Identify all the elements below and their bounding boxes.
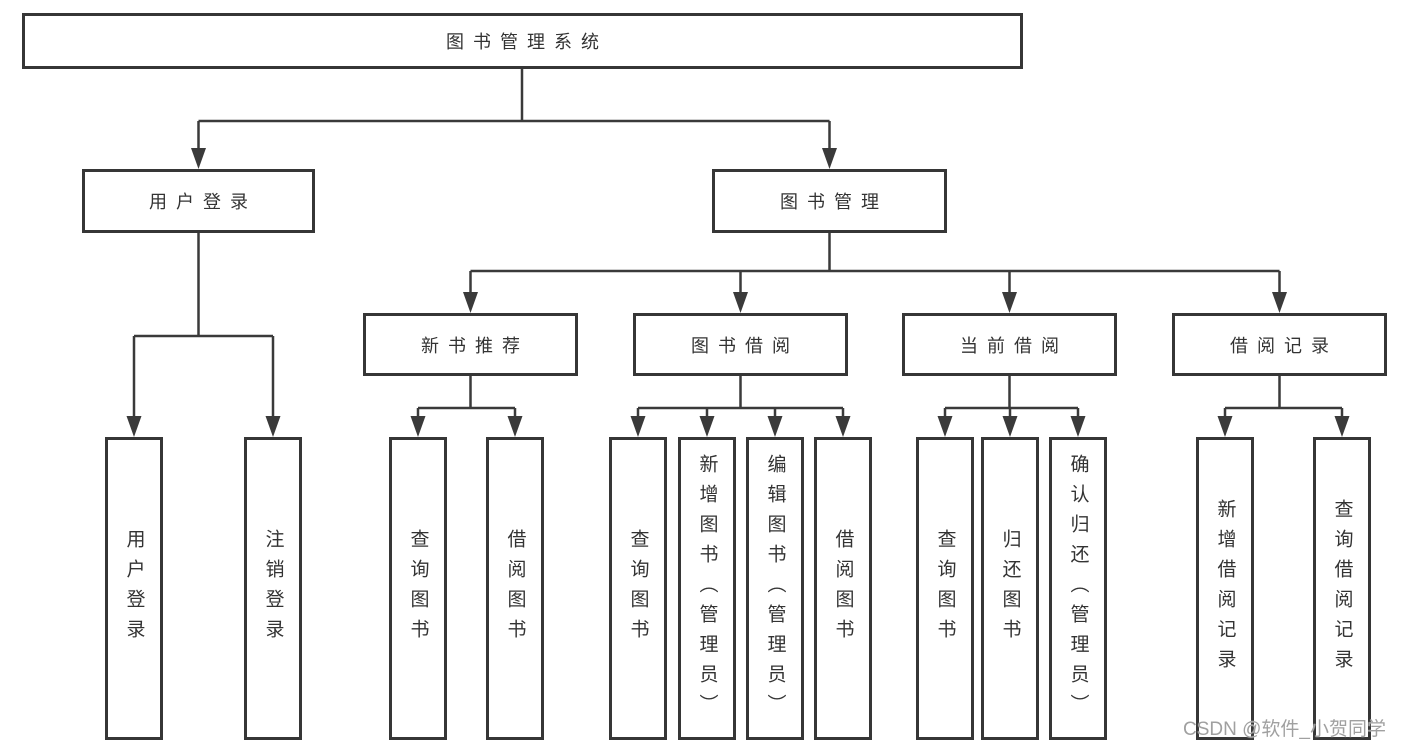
arrowhead (835, 416, 851, 437)
node-leaf-return-books: 归还图书 (981, 437, 1039, 740)
connector-current-borrow-children (937, 376, 1086, 437)
arrowhead (1002, 416, 1018, 437)
node-root-system: 图书管理系统 (22, 13, 1023, 69)
node-label: 确认归还（管理员） (1067, 453, 1089, 724)
node-label: 图书借阅 (691, 335, 799, 356)
node-borrow-records: 借阅记录 (1172, 313, 1387, 376)
node-leaf-borrow-books-recommend: 借阅图书 (486, 437, 544, 740)
node-label: 查询图书 (407, 528, 429, 649)
node-leaf-logout: 注销登录 (244, 437, 302, 740)
arrowhead (1217, 416, 1233, 437)
arrowhead (410, 416, 426, 437)
node-leaf-query-books-recommend: 查询图书 (389, 437, 447, 740)
node-label: 当前借阅 (960, 335, 1068, 356)
arrowhead (733, 292, 748, 313)
node-label: 编辑图书（管理员） (764, 453, 786, 724)
arrowhead (191, 148, 206, 169)
node-label: 用户登录 (149, 192, 257, 212)
arrowhead (1002, 292, 1017, 313)
arrowhead (767, 416, 783, 437)
arrowhead (822, 148, 837, 169)
arrowhead (126, 416, 142, 437)
node-label: 查询图书 (934, 528, 956, 649)
node-book-management: 图书管理 (712, 169, 947, 233)
connector-user-login-children (126, 233, 281, 437)
node-leaf-add-borrow-record: 新增借阅记录 (1196, 437, 1254, 740)
node-label: 用户登录 (123, 528, 145, 649)
node-label: 查询图书 (627, 528, 649, 649)
arrowhead (937, 416, 953, 437)
connector-new-book-recommend-children (410, 376, 523, 437)
node-user-login: 用户登录 (82, 169, 315, 233)
node-leaf-query-books-current: 查询图书 (916, 437, 974, 740)
arrowhead (1070, 416, 1086, 437)
node-label: 查询借阅记录 (1331, 498, 1353, 679)
node-book-borrow: 图书借阅 (633, 313, 848, 376)
node-label: 新增图书（管理员） (696, 453, 718, 724)
node-label: 新书推荐 (421, 335, 529, 356)
node-new-book-recommend: 新书推荐 (363, 313, 578, 376)
arrowhead (630, 416, 646, 437)
arrowhead (1334, 416, 1350, 437)
arrowhead (463, 292, 478, 313)
node-label: 图书管理 (780, 192, 888, 212)
arrowhead (507, 416, 523, 437)
arrowhead (699, 416, 715, 437)
node-label: 借阅图书 (832, 528, 854, 649)
connector-book-management-children (463, 233, 1287, 313)
node-leaf-add-books-admin: 新增图书（管理员） (678, 437, 736, 740)
connector-book-borrow-children (630, 376, 851, 437)
arrowhead (1272, 292, 1287, 313)
node-current-borrow: 当前借阅 (902, 313, 1117, 376)
watermark: CSDN @软件_小贺同学 (1183, 719, 1386, 740)
node-leaf-query-borrow-record: 查询借阅记录 (1313, 437, 1371, 740)
node-label: 归还图书 (999, 528, 1021, 649)
connector-borrow-records-children (1217, 376, 1350, 437)
arrowhead (265, 416, 281, 437)
connector-root-to-level1 (191, 69, 837, 169)
node-label: 注销登录 (262, 528, 284, 649)
node-label: 图书管理系统 (446, 32, 608, 52)
node-leaf-borrow-books: 借阅图书 (814, 437, 872, 740)
node-label: 新增借阅记录 (1214, 498, 1236, 679)
node-leaf-edit-books-admin: 编辑图书（管理员） (746, 437, 804, 740)
node-label: 借阅记录 (1230, 335, 1338, 356)
node-leaf-user-login: 用户登录 (105, 437, 163, 740)
node-leaf-query-books-borrow: 查询图书 (609, 437, 667, 740)
node-leaf-confirm-return-admin: 确认归还（管理员） (1049, 437, 1107, 740)
node-label: 借阅图书 (504, 528, 526, 649)
